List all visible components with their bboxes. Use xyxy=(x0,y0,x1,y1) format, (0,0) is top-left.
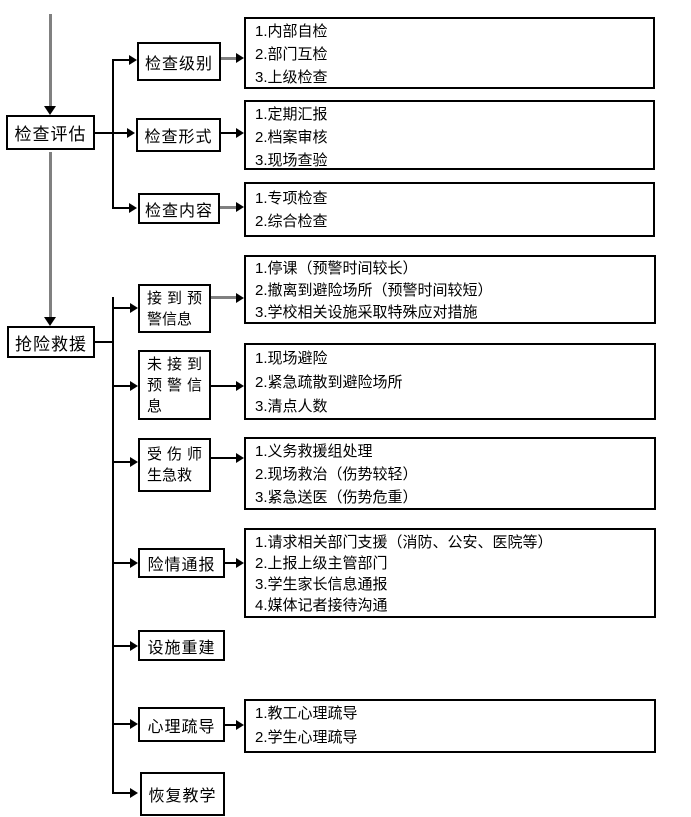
detail-line: 1.教工心理疏导 xyxy=(255,705,358,722)
detail-line: 2.紧急疏散到避险场所 xyxy=(255,374,403,391)
connector-stub-check-form xyxy=(114,132,127,134)
node-emergency-rescue: 抢险救援 xyxy=(7,326,95,358)
arrowhead-first-aid xyxy=(130,457,138,467)
detail-psych-counseling: 1.教工心理疏导 2.学生心理疏导 xyxy=(244,699,656,753)
connector-stub-check-level xyxy=(114,59,129,61)
detail-line: 3.现场查验 xyxy=(255,152,328,169)
connector-stage1-stage2 xyxy=(49,152,52,317)
connector-stage1-branch xyxy=(112,59,114,209)
arrowhead-stage2-entry xyxy=(44,317,56,326)
detail-line: 4.媒体记者接待沟通 xyxy=(255,597,388,614)
node-first-aid: 受伤师生急救 xyxy=(138,438,211,492)
detail-line: 2.部门互检 xyxy=(255,46,328,63)
connector-stage2-feed xyxy=(95,341,113,343)
connector-stub-first-aid xyxy=(114,461,130,463)
arrowhead-danger-report-detail xyxy=(236,558,244,568)
detail-first-aid: 1.义务救援组处理 2.现场救治（伤势较轻） 3.紧急送医（伤势危重） xyxy=(244,437,656,510)
detail-line: 2.现场救治（伤势较轻） xyxy=(255,466,418,483)
node-resume-teaching: 恢复教学 xyxy=(140,772,225,816)
node-label: 受伤师生急救 xyxy=(147,446,202,484)
connector-check-content-detail xyxy=(220,206,236,209)
connector-stub-psych-counseling xyxy=(114,723,130,725)
detail-warning-received: 1.停课（预警时间较长） 2.撤离到避险场所（预警时间较短） 3.学校相关设施采… xyxy=(244,255,656,324)
node-check-evaluate: 检查评估 xyxy=(6,115,95,150)
arrowhead-facility-rebuild xyxy=(130,641,138,651)
detail-line: 3.学校相关设施采取特殊应对措施 xyxy=(255,304,478,321)
detail-line: 2.撤离到避险场所（预警时间较短） xyxy=(255,282,493,299)
detail-line: 1.停课（预警时间较长） xyxy=(255,260,418,277)
connector-stub-warning-received xyxy=(114,307,130,309)
arrowhead-warning-received xyxy=(130,303,138,313)
connector-stub-danger-report xyxy=(114,562,130,564)
arrowhead-psych-counseling xyxy=(130,719,138,729)
node-danger-report: 险情通报 xyxy=(138,548,225,578)
arrowhead-top-entry xyxy=(44,106,56,115)
detail-danger-report: 1.请求相关部门支援（消防、公安、医院等） 2.上报上级主管部门 3.学生家长信… xyxy=(244,528,656,618)
detail-line: 1.义务救援组处理 xyxy=(255,443,373,460)
connector-stub-resume-teaching xyxy=(114,792,130,794)
connector-warning-received-detail xyxy=(211,296,236,299)
connector-check-level-detail xyxy=(221,57,236,60)
node-check-content: 检查内容 xyxy=(138,193,220,224)
detail-line: 2.综合检查 xyxy=(255,213,328,230)
arrowhead-first-aid-detail xyxy=(236,453,244,463)
arrowhead-check-level xyxy=(129,55,137,65)
connector-stub-no-warning xyxy=(114,385,130,387)
connector-first-aid-detail xyxy=(211,457,236,459)
detail-line: 3.紧急送医（伤势危重） xyxy=(255,489,418,506)
arrowhead-no-warning xyxy=(130,381,138,391)
connector-stage1-feed xyxy=(95,132,113,134)
node-label: 接到预警信息 xyxy=(147,290,202,328)
arrowhead-psych-detail xyxy=(236,720,244,730)
connector-check-form-detail xyxy=(221,132,236,134)
connector-danger-report-detail xyxy=(225,562,236,564)
node-check-form: 检查形式 xyxy=(136,118,221,152)
detail-no-warning: 1.现场避险 2.紧急疏散到避险场所 3.清点人数 xyxy=(244,343,656,420)
detail-line: 1.请求相关部门支援（消防、公安、医院等） xyxy=(255,534,553,551)
arrowhead-check-level-detail xyxy=(236,53,244,63)
connector-stage2-branch xyxy=(112,297,114,794)
detail-line: 3.上级检查 xyxy=(255,69,328,86)
connector-stub-facility-rebuild xyxy=(114,645,130,647)
arrowhead-danger-report xyxy=(130,558,138,568)
arrowhead-check-content xyxy=(129,203,137,213)
detail-line: 2.档案审核 xyxy=(255,129,328,146)
detail-line: 2.上报上级主管部门 xyxy=(255,555,388,572)
detail-line: 3.清点人数 xyxy=(255,398,328,415)
node-warning-received: 接到预警信息 xyxy=(138,284,211,333)
detail-line: 2.学生心理疏导 xyxy=(255,729,358,746)
arrowhead-check-form-detail xyxy=(236,128,244,138)
arrowhead-check-content-detail xyxy=(236,202,244,212)
node-check-level: 检查级别 xyxy=(137,42,221,81)
detail-line: 1.专项检查 xyxy=(255,190,328,207)
detail-check-content: 1.专项检查 2.综合检查 xyxy=(244,182,655,237)
connector-stub-check-content xyxy=(114,207,129,209)
connector-psych-detail xyxy=(225,724,236,726)
node-psych-counseling: 心理疏导 xyxy=(138,707,225,742)
arrowhead-check-form xyxy=(127,128,135,138)
detail-line: 3.学生家长信息通报 xyxy=(255,576,388,593)
arrowhead-resume-teaching xyxy=(130,788,138,798)
detail-line: 1.内部自检 xyxy=(255,23,328,40)
detail-check-level: 1.内部自检 2.部门互检 3.上级检查 xyxy=(244,17,655,89)
node-facility-rebuild: 设施重建 xyxy=(138,630,225,661)
detail-check-form: 1.定期汇报 2.档案审核 3.现场查验 xyxy=(244,100,655,170)
node-label: 未接到预警信息 xyxy=(147,356,202,415)
connector-top-entry xyxy=(49,14,52,107)
connector-no-warning-detail xyxy=(211,385,236,387)
arrowhead-warning-received-detail xyxy=(236,293,244,303)
node-no-warning: 未接到预警信息 xyxy=(138,350,211,420)
detail-line: 1.现场避险 xyxy=(255,350,328,367)
detail-line: 1.定期汇报 xyxy=(255,106,328,123)
arrowhead-no-warning-detail xyxy=(236,381,244,391)
